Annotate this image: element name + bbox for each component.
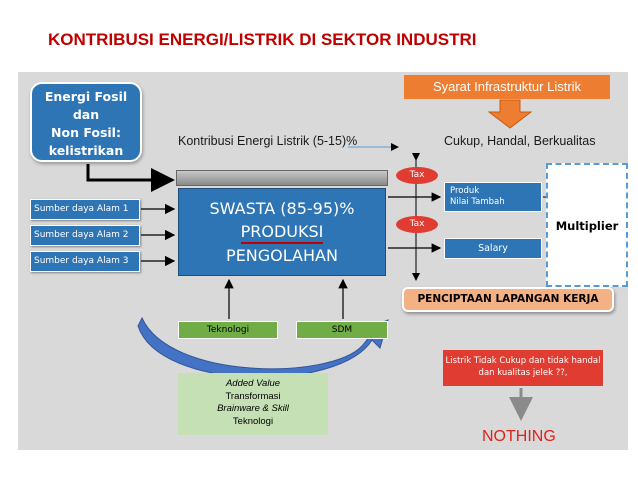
sdm-box: SDM <box>296 321 388 339</box>
job-creation-box: PENCIPTAAN LAPANGAN KERJA <box>402 287 614 312</box>
natural-resource-1: Sumber daya Alam 1 <box>30 199 140 220</box>
added-value-line2: Transformasi <box>225 390 281 402</box>
center-box-header-bar <box>176 170 388 186</box>
tax-badge-1: Tax <box>396 167 438 184</box>
tax-badge-2: Tax <box>396 216 438 233</box>
energy-source-line2: dan <box>72 107 100 122</box>
infrastructure-requirement-box: Syarat Infrastruktur Listrik <box>404 75 610 99</box>
salary-box: Salary <box>444 238 542 259</box>
added-value-line3: Brainware & Skill <box>217 403 289 414</box>
added-value-line4: Teknologi <box>232 415 274 427</box>
energy-source-line4: kelistrikan <box>48 143 124 158</box>
energy-source-line3: Non Fosil: <box>51 125 121 140</box>
warning-callout: Listrik Tidak Cukup dan tidak handal dan… <box>443 350 603 386</box>
syarat-down-arrow <box>487 99 533 129</box>
production-line1: SWASTA (85-95)% <box>209 199 355 218</box>
cukup-label: Cukup, Handal, Berkualitas <box>444 134 596 148</box>
energy-supply-arrow <box>86 164 175 192</box>
natural-resource-2: Sumber daya Alam 2 <box>30 225 140 246</box>
kontribusi-label: Kontribusi Energi Listrik (5-15)% <box>178 134 358 148</box>
product-line2: Nilai Tambah <box>450 197 505 207</box>
natural-resource-3: Sumber daya Alam 3 <box>30 251 140 272</box>
energy-source-line1: Energi Fosil <box>44 89 128 104</box>
multiplier-box: Multiplier <box>546 163 628 287</box>
product-line1: Produk <box>450 186 480 196</box>
production-box: SWASTA (85-95)% PRODUKSI PENGOLAHAN <box>178 188 386 276</box>
added-value-line1: Added Value <box>225 378 281 389</box>
technology-box: Teknologi <box>178 321 278 339</box>
production-line2: PRODUKSI <box>240 221 324 244</box>
production-line3: PENGOLAHAN <box>226 246 338 265</box>
nothing-label: NOTHING <box>482 428 556 445</box>
added-value-box: Added Value Transformasi Brainware & Ski… <box>178 373 328 435</box>
page-title: KONTRIBUSI ENERGI/LISTRIK DI SEKTOR INDU… <box>48 30 477 49</box>
product-value-box: Produk Nilai Tambah <box>444 182 542 212</box>
energy-source-box: Energi Fosil dan Non Fosil: kelistrikan <box>30 82 142 162</box>
